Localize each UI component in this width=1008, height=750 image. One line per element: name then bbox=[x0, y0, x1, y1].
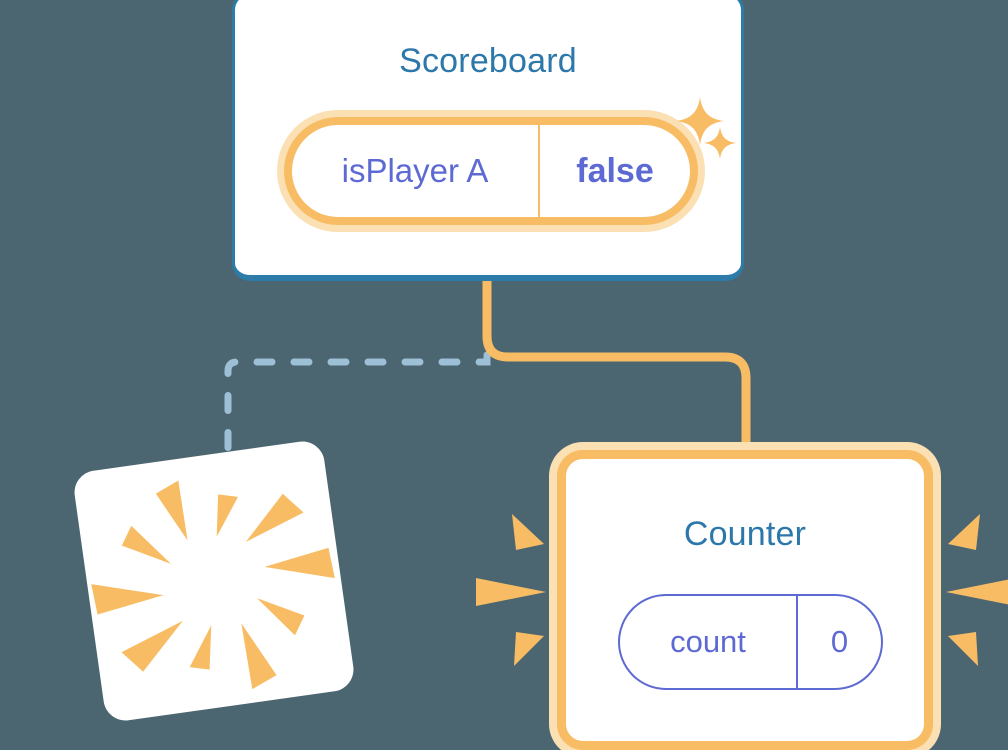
scoreboard-state-pill[interactable]: isPlayer A false bbox=[284, 117, 698, 225]
ray-icon bbox=[948, 632, 978, 666]
scoreboard-title: Scoreboard bbox=[399, 42, 577, 80]
counter-state-key: count bbox=[620, 596, 798, 688]
sparkle-icon bbox=[704, 127, 736, 159]
ray-icon bbox=[946, 579, 1008, 605]
ray-icon bbox=[476, 578, 546, 606]
burst-icon bbox=[91, 480, 335, 690]
counter-state-value: 0 bbox=[830, 624, 849, 659]
scoreboard-state-value: false bbox=[576, 151, 654, 190]
connector-scoreboard-to-burst-card bbox=[224, 277, 491, 504]
burst-card[interactable] bbox=[71, 438, 357, 724]
ray-icon bbox=[512, 514, 544, 550]
counter-title: Counter bbox=[683, 515, 807, 553]
connector-scoreboard-to-counter bbox=[482, 278, 751, 462]
ray-icon bbox=[514, 632, 544, 666]
counter-right-rays bbox=[946, 514, 1008, 666]
counter-left-rays bbox=[476, 514, 546, 666]
scoreboard-card[interactable]: Scoreboard isPlayer A false bbox=[232, 0, 744, 281]
counter-state-pill[interactable]: count 0 bbox=[618, 594, 883, 690]
sparkle-icon bbox=[676, 97, 724, 145]
scoreboard-state-key: isPlayer A bbox=[292, 125, 540, 217]
ray-icon bbox=[948, 514, 980, 550]
counter-card[interactable]: Counter count 0 bbox=[557, 450, 933, 750]
